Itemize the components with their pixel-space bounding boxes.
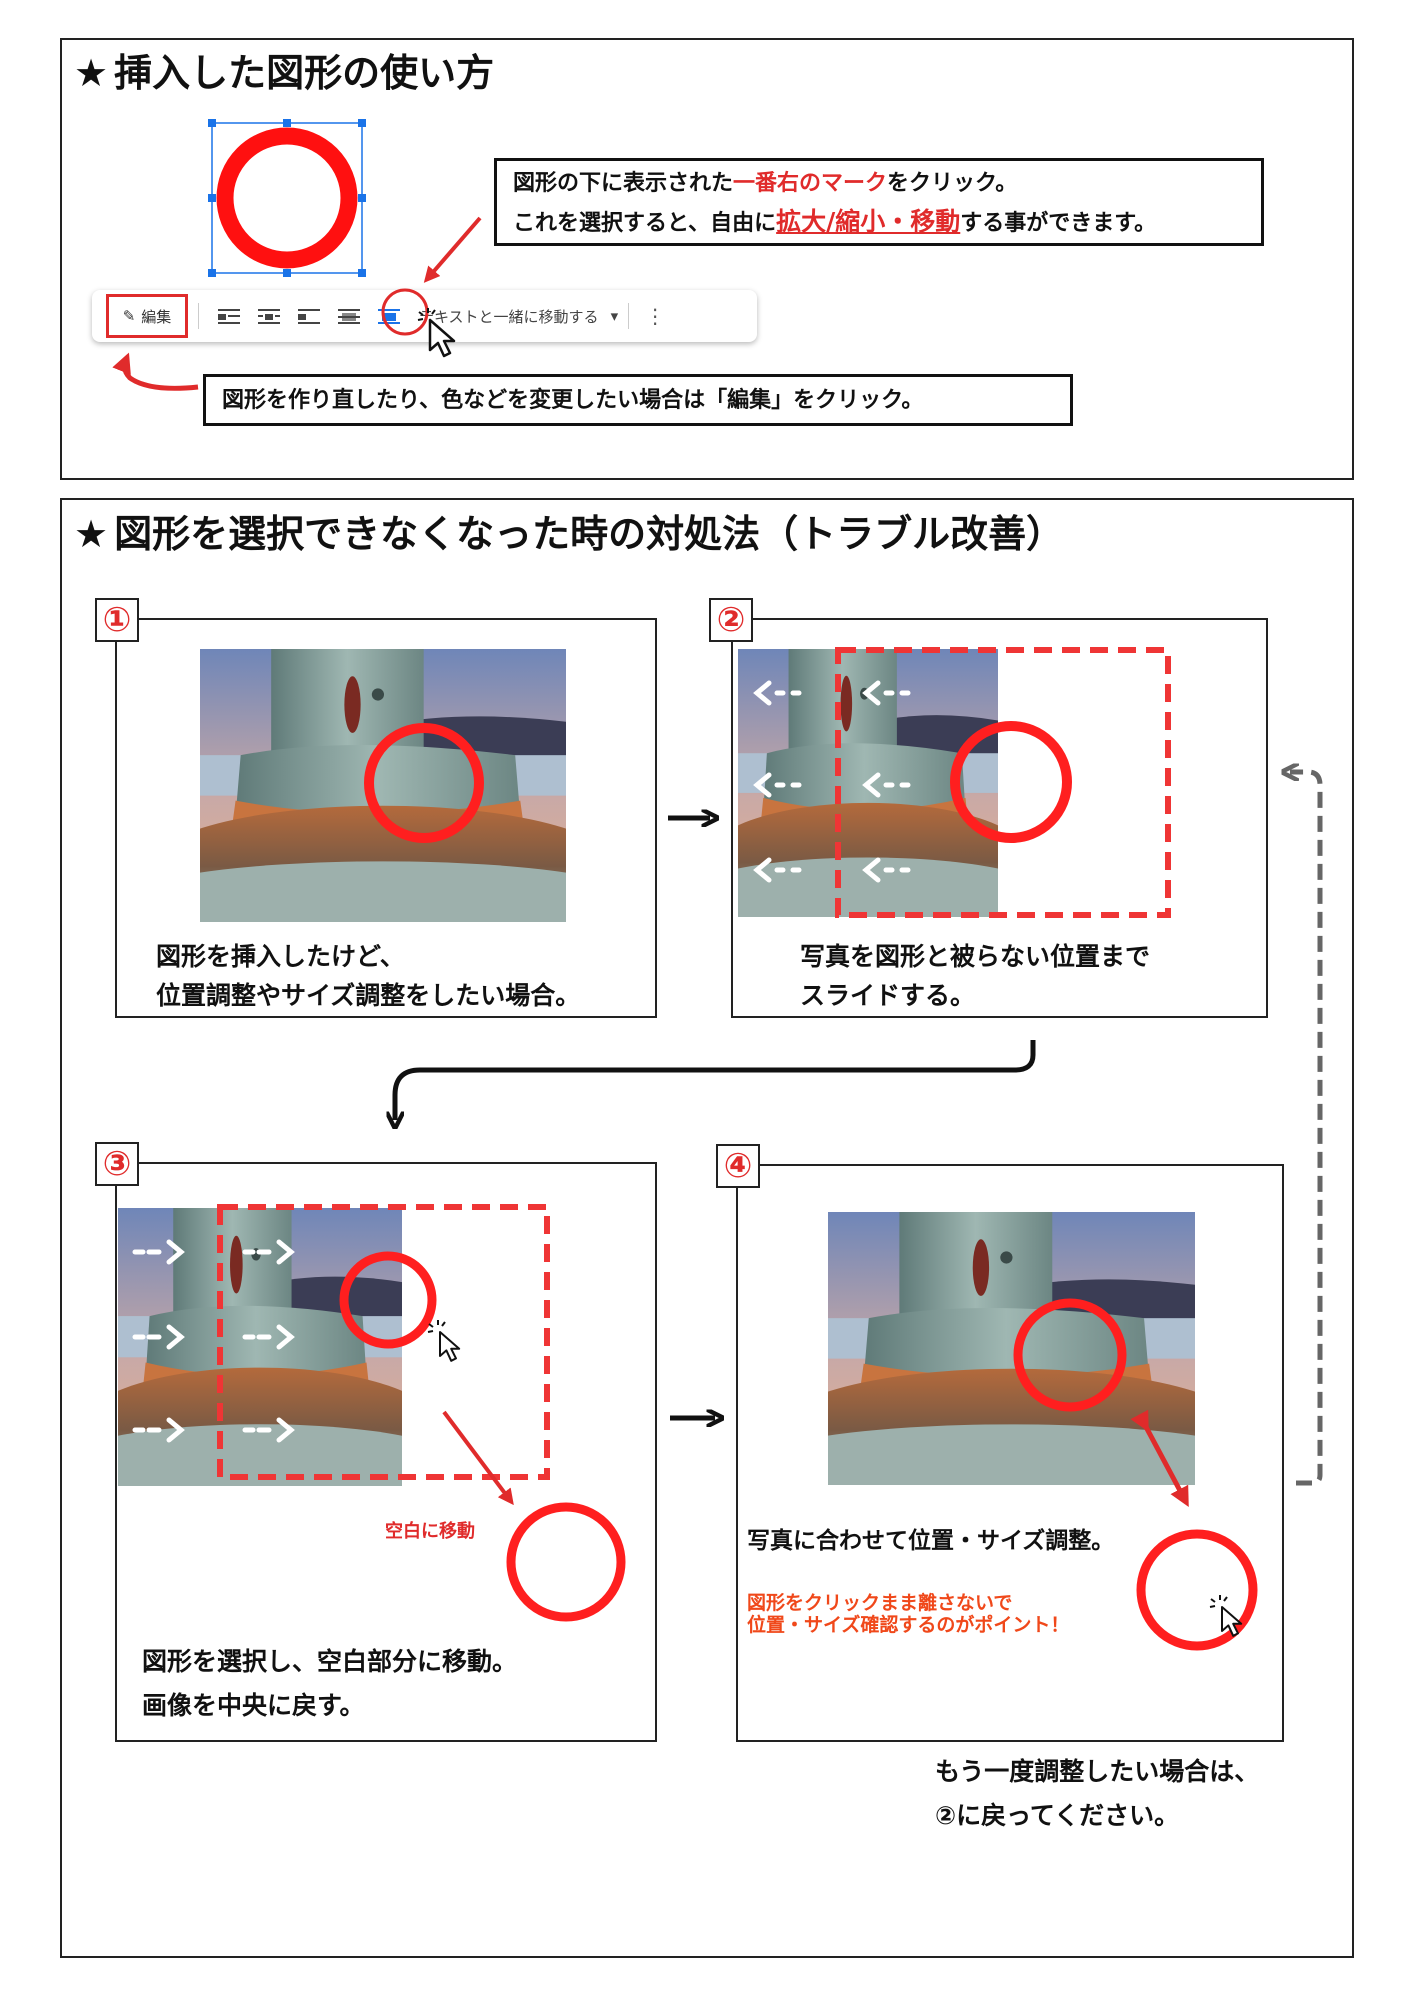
callout-text: 図形の下に表示された (513, 171, 734, 196)
retry-note: もう一度調整したい場合は、 ②に戻ってください。 (935, 1750, 1259, 1838)
section-usage-title-text: 挿入した図形の使い方 (114, 51, 495, 95)
bollard-photo (828, 1212, 1195, 1485)
image-options-toolbar: ✎ 編集 テキストと一緒に移動する ▾ ⋮ (92, 290, 757, 342)
step-4-point-note: 図形をクリックまま離さないで 位置・サイズ確認するのがポイント！ (747, 1592, 1069, 1636)
step-4-number: ④ (716, 1144, 760, 1188)
wrap-text-icon[interactable] (249, 296, 289, 336)
step-2-photo (738, 649, 998, 917)
step-3-number: ③ (95, 1142, 139, 1186)
step-2-caption: 写真を図形と被らない位置まで スライドする。 (800, 937, 1150, 1015)
step-3-caption-line: 画像を中央に戻す。 (142, 1691, 365, 1720)
step-4-caption-line: 写真に合わせて位置・サイズ調整。 (747, 1528, 1115, 1554)
caret-down-icon: ▾ (610, 307, 619, 325)
callout-edit-text: 図形を作り直したり、色などを変更したい場合は「編集」をクリック。 (222, 388, 924, 413)
move-with-text-label: テキストと一緒に移動する (419, 307, 599, 326)
toolbar-divider (198, 303, 199, 329)
point-note-line: 位置・サイズ確認するのがポイント！ (747, 1614, 1070, 1636)
star-icon: ★ (74, 512, 109, 556)
step-3-photo (118, 1208, 402, 1486)
callout-text: する事ができます。 (960, 211, 1157, 236)
callout-rightmost-mark: 図形の下に表示された一番右のマークをクリック。 これを選択すると、自由に拡大/縮… (494, 158, 1264, 246)
step-2-caption-line: スライドする。 (800, 981, 976, 1010)
bollard-photo (738, 649, 998, 917)
retry-note-line: もう一度調整したい場合は、 (935, 1757, 1260, 1786)
callout-text: をクリック。 (887, 171, 1018, 196)
callout-highlight: 拡大/縮小・移動 (776, 207, 961, 236)
step-3-caption-line: 図形を選択し、空白部分に移動。 (142, 1647, 518, 1676)
wrap-inline-icon[interactable] (209, 296, 249, 336)
bollard-photo (118, 1208, 402, 1486)
in-front-of-text-icon[interactable] (369, 296, 409, 336)
step-2-number: ② (709, 598, 753, 642)
toolbar-divider (628, 303, 630, 329)
selected-circle-shape[interactable] (205, 116, 369, 280)
step-1-caption: 図形を挿入したけど、 位置調整やサイズ調整をしたい場合。 (156, 937, 580, 1015)
step-2-caption-line: 写真を図形と被らない位置まで (800, 942, 1151, 971)
bollard-photo (200, 649, 566, 922)
behind-text-icon[interactable] (329, 296, 369, 336)
section-troubleshoot-title: ★図形を選択できなくなった時の対処法（トラブル改善） (74, 503, 1064, 558)
step-4-photo (828, 1212, 1195, 1485)
callout-line-1: 図形の下に表示された一番右のマークをクリック。 (513, 165, 1245, 203)
step-3-caption: 図形を選択し、空白部分に移動。 画像を中央に戻す。 (142, 1640, 517, 1728)
section-usage-title: ★挿入した図形の使い方 (74, 42, 494, 97)
step-1-number: ① (95, 598, 139, 642)
step-1-caption-line: 位置調整やサイズ調整をしたい場合。 (156, 981, 581, 1010)
move-to-blank-label: 空白に移動 (385, 1521, 475, 1542)
callout-text: これを選択すると、自由に (513, 211, 777, 236)
step-1-photo (200, 649, 566, 922)
point-note-line: 図形をクリックまま離さないで (747, 1592, 1013, 1614)
section-troubleshoot-title-text: 図形を選択できなくなった時の対処法（トラブル改善） (114, 512, 1065, 556)
pencil-icon: ✎ (122, 307, 136, 325)
step-1-caption-line: 図形を挿入したけど、 (156, 942, 405, 971)
retry-note-line: ②に戻ってください。 (935, 1801, 1180, 1830)
break-text-icon[interactable] (289, 296, 329, 336)
star-icon: ★ (74, 51, 109, 95)
step-4-caption: 写真に合わせて位置・サイズ調整。 (747, 1522, 1114, 1561)
more-options-button[interactable]: ⋮ (645, 304, 666, 328)
edit-button[interactable]: ✎ 編集 (106, 294, 188, 338)
callout-highlight: 一番右のマーク (733, 171, 888, 196)
move-with-text-dropdown[interactable]: テキストと一緒に移動する ▾ (419, 306, 618, 327)
callout-line-2: これを選択すると、自由に拡大/縮小・移動する事ができます。 (513, 203, 1245, 243)
edit-button-label: 編集 (141, 307, 172, 326)
callout-edit: 図形を作り直したり、色などを変更したい場合は「編集」をクリック。 (203, 374, 1073, 426)
